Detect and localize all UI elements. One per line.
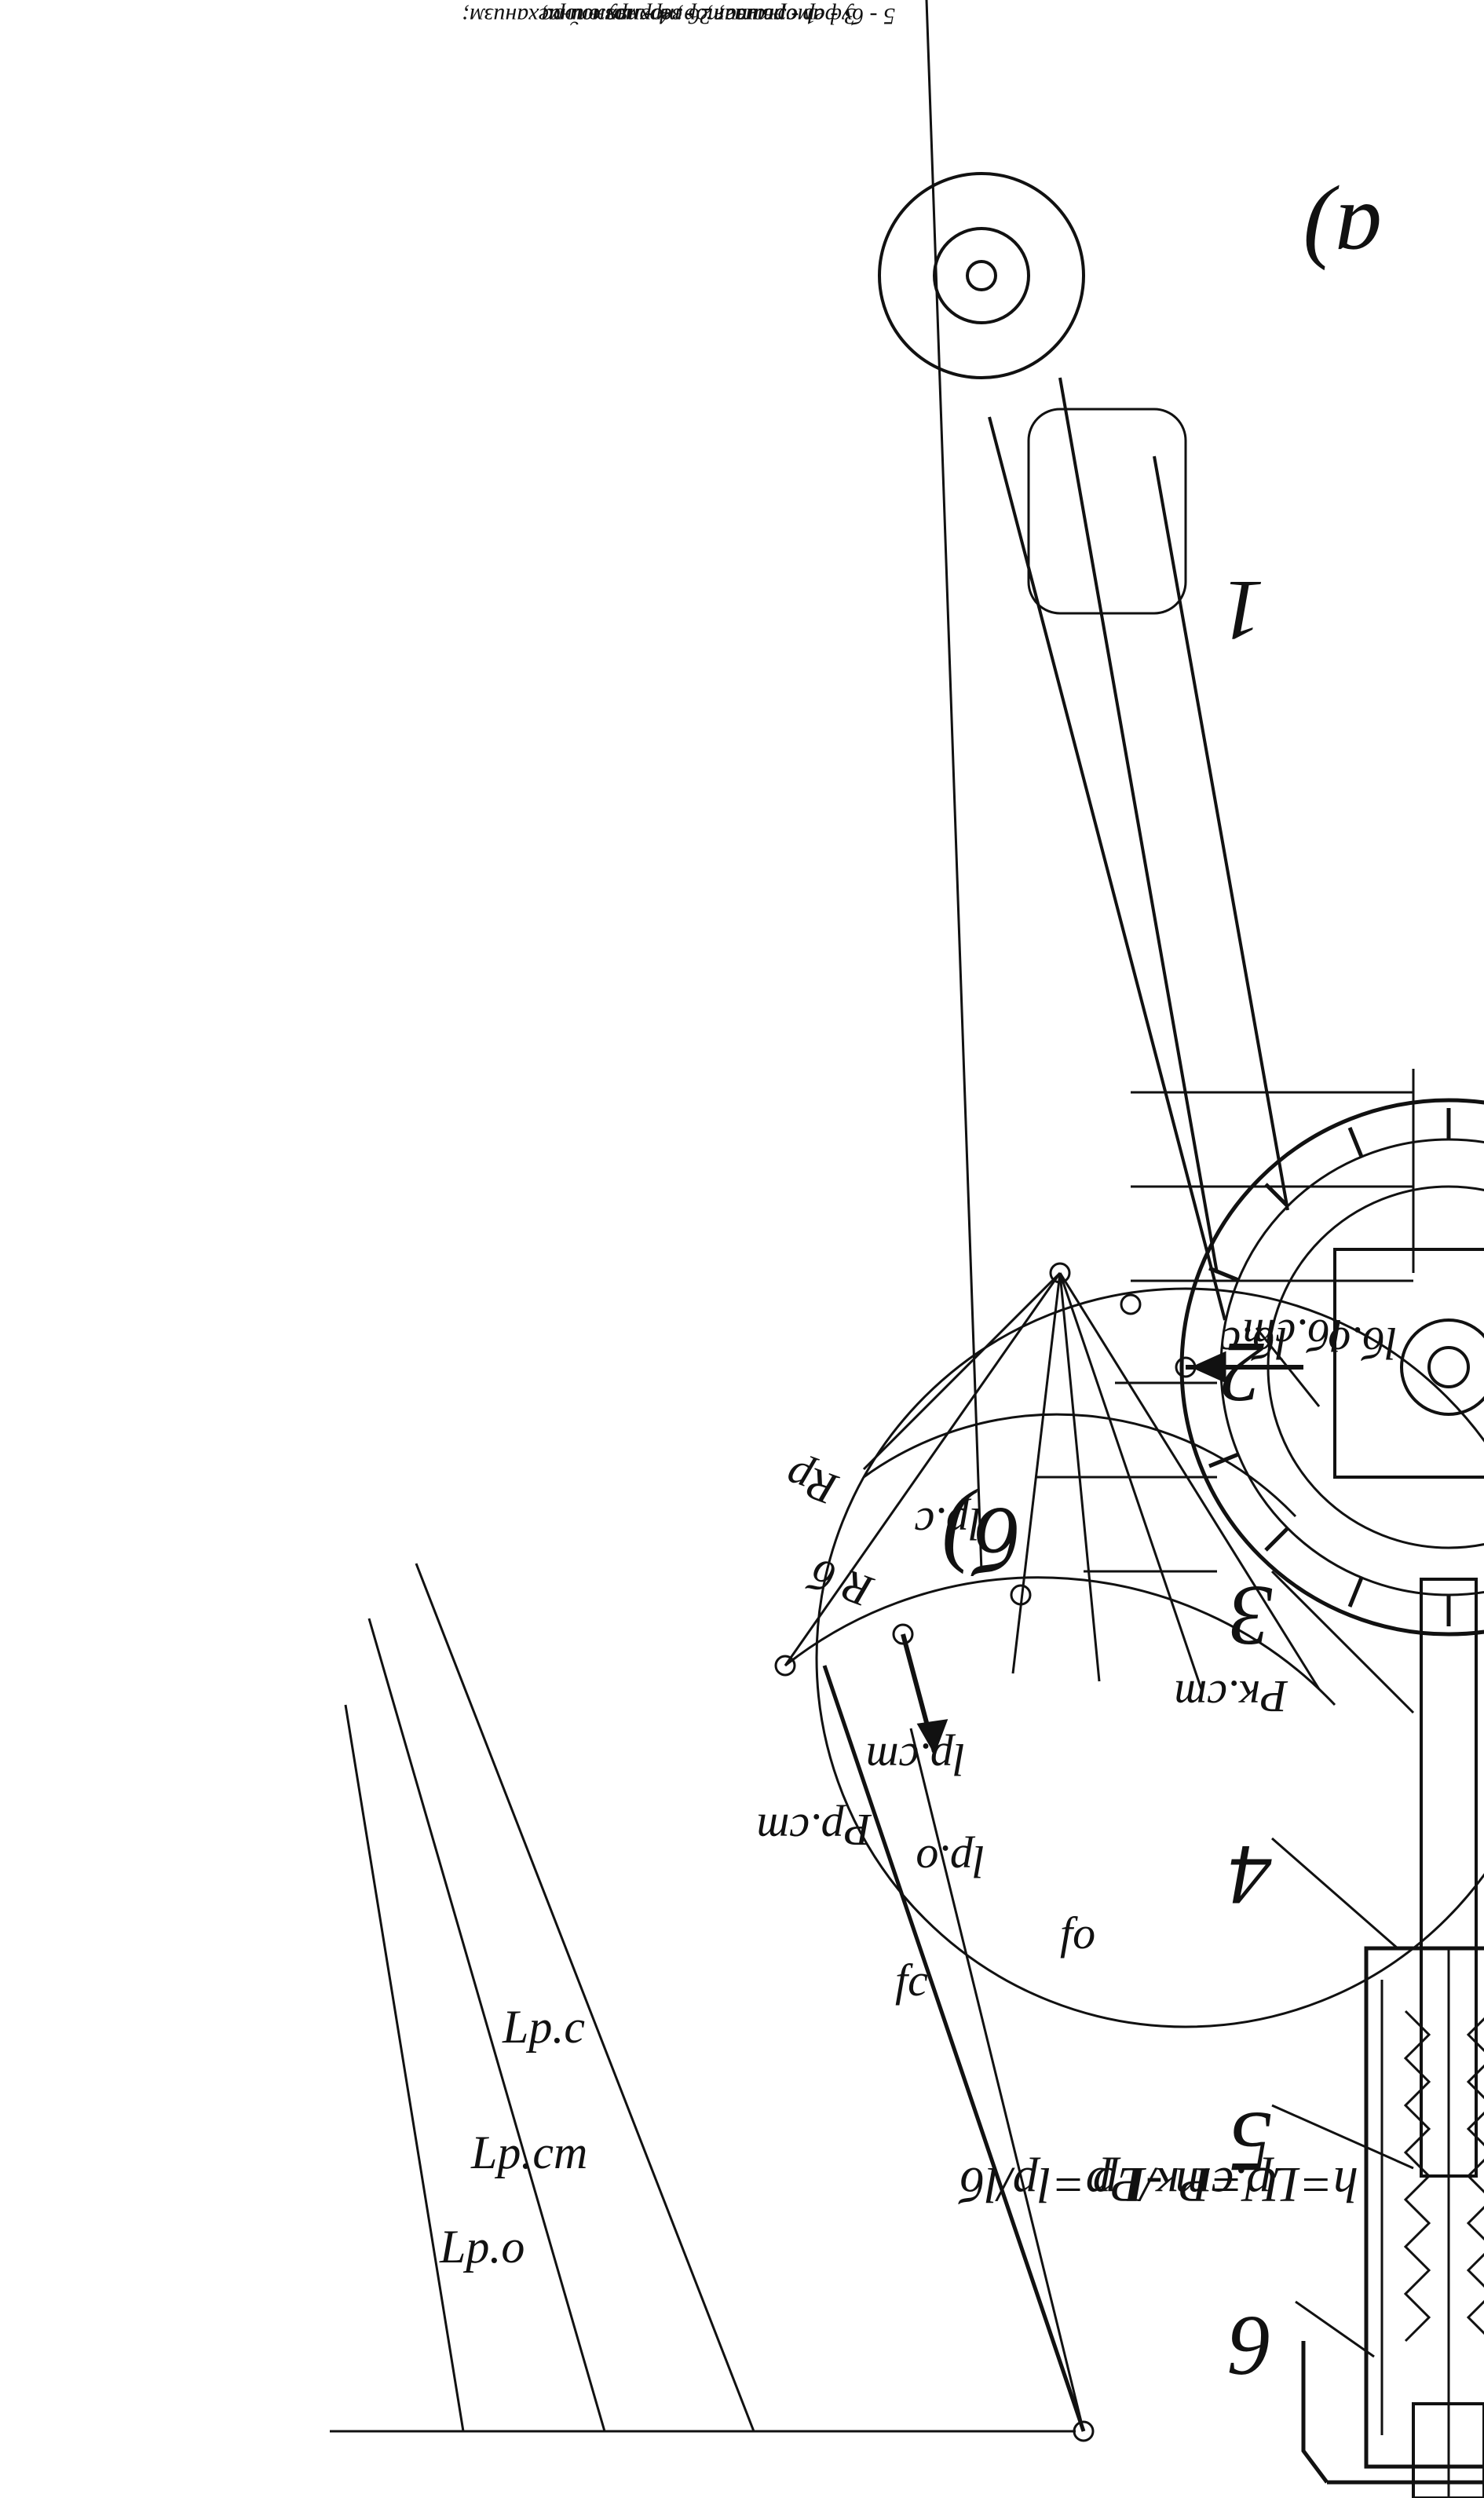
dim-lpc: Lp.c — [502, 2001, 585, 2053]
lever-lpc: lp.c — [914, 1498, 981, 1549]
panel-a-text: a) 6 5 4 3 2 1 1 - рычаг; 2 - тормозной … — [462, 3, 1382, 2394]
panel-b-scheme — [330, 1069, 1484, 2442]
radius-rp: Rp — [779, 1450, 845, 1516]
callout-3: 3 — [1229, 1568, 1273, 1664]
dim-lpcm: Lp.cm — [470, 2127, 587, 2178]
callout-leaders — [1255, 1327, 1415, 2358]
spring — [1380, 1980, 1383, 2435]
callout-4: 4 — [1229, 1827, 1272, 1923]
dim-lbcm: lб.cm — [1243, 1310, 1343, 1361]
callout-6: 6 — [1229, 2299, 1272, 2394]
radius-rb: R б — [802, 1548, 879, 1618]
legend-line-3: 5 - буфер сжатия; 6 верхняя опора — [542, 3, 895, 29]
dim-lbc: lб.c — [1220, 1318, 1288, 1369]
legend-line-1: 1 - рычаг; 2 - тормозной механизм; — [462, 3, 817, 29]
formula-1: U=Pк/Pp=lp/lб — [958, 2157, 1280, 2213]
panel-b-label: б) — [942, 1488, 1021, 1593]
defl-fc: fc — [895, 1955, 928, 2006]
force-pp: Pp.cm — [756, 1805, 872, 1856]
lever-lpo: lp.o — [916, 1836, 985, 1887]
dimension-lines — [330, 1069, 1415, 2433]
callout-5: 5 — [1229, 2094, 1272, 2190]
force-pk: Pк.cm — [1174, 1671, 1288, 1722]
legend-line-2: 3 - амортизатор; 4 - пружина; — [541, 3, 857, 29]
wheel-circle — [815, 1287, 1484, 2028]
lever-arm — [878, 0, 1289, 1572]
callout-1: 1 — [1221, 563, 1264, 659]
rotation-frame: a) 6 5 4 3 2 1 1 - рычаг; 2 - тормозной … — [330, 0, 1484, 2498]
defl-fo: fo — [1060, 1907, 1095, 1959]
dim-lpo: Lp.o — [439, 2221, 525, 2273]
lever-lpcm: lp.cm — [866, 1734, 966, 1785]
panel-a-label: a) — [1303, 185, 1382, 289]
formula-2: h=Lp.cm -Lp — [1093, 2157, 1358, 2213]
panel-a-drawing — [878, 0, 1484, 2498]
dim-lbo: lб.o — [1328, 1318, 1398, 1369]
callout-2: 2 — [1221, 1325, 1264, 1421]
